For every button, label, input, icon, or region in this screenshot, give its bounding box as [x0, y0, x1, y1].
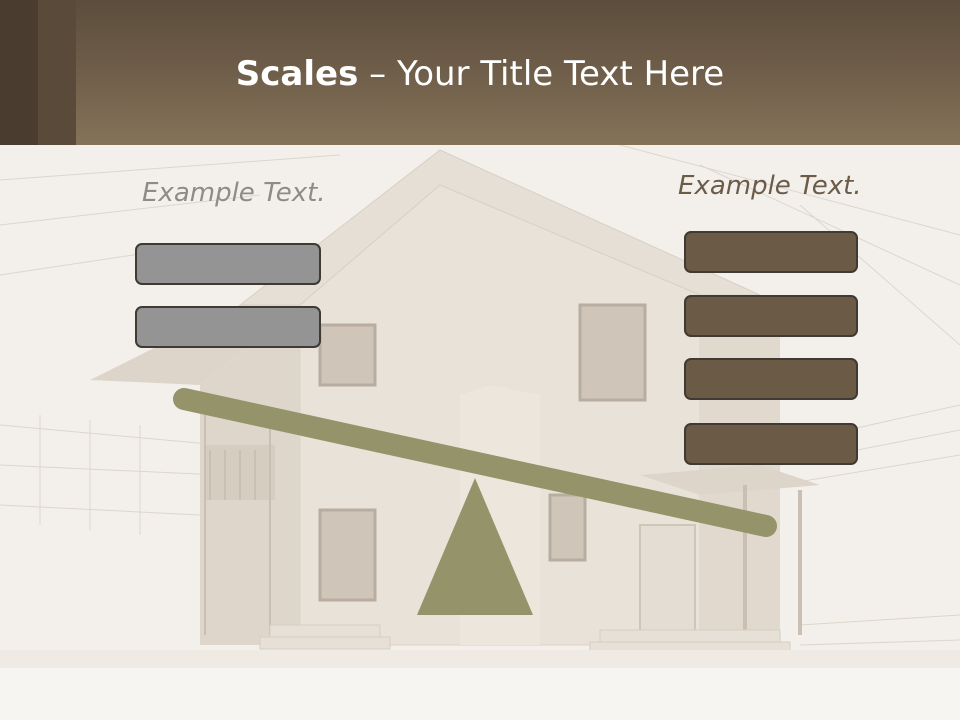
slide-title-bold: Scales	[235, 54, 359, 94]
slide-title[interactable]: Scales – Your Title Text Here	[0, 52, 960, 96]
slide-title-rest: – Your Title Text Here	[358, 54, 725, 94]
fulcrum-triangle	[417, 478, 533, 615]
left-example-text[interactable]: Example Text.	[142, 178, 326, 208]
header-accent-strip	[0, 0, 38, 145]
balance-beam	[173, 388, 777, 537]
right-example-text[interactable]: Example Text.	[678, 171, 862, 201]
right-text-box-1[interactable]	[684, 231, 858, 273]
right-text-box-2[interactable]	[684, 295, 858, 337]
right-text-box-4[interactable]	[684, 423, 858, 465]
footer-band	[0, 668, 960, 720]
right-text-box-3[interactable]	[684, 358, 858, 400]
header-accent-strip	[38, 0, 76, 145]
left-text-box-1[interactable]	[135, 243, 321, 285]
left-text-box-2[interactable]	[135, 306, 321, 348]
title-bar: Scales – Your Title Text Here	[0, 0, 960, 145]
